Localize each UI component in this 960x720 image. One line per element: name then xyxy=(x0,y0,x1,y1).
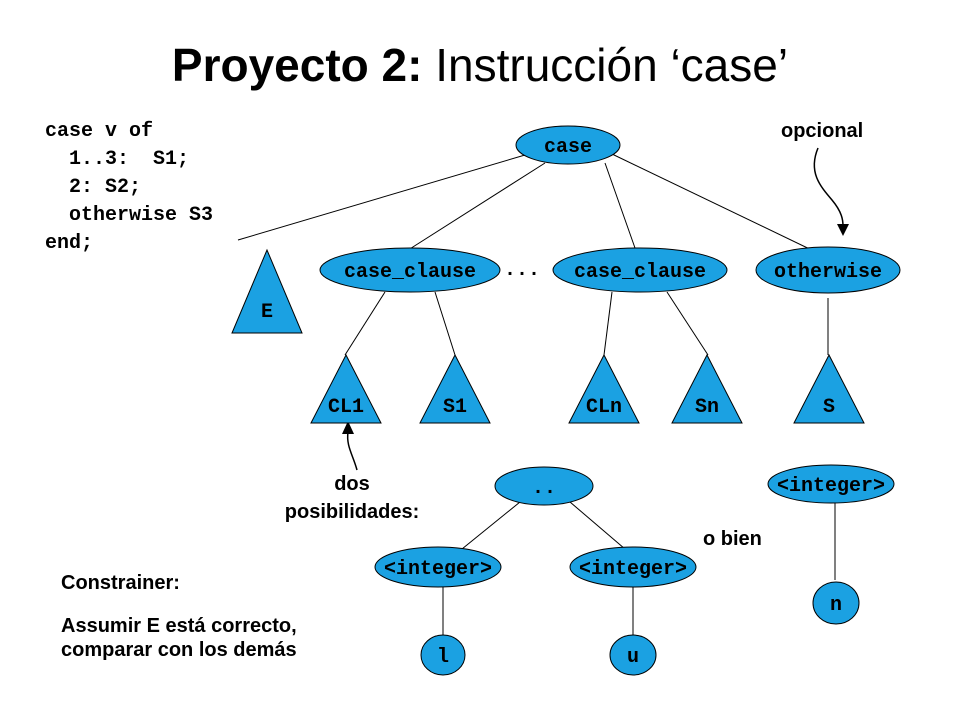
slide-title: Proyecto 2: Instrucción ‘case’ xyxy=(0,38,960,92)
annotation-opcional: opcional xyxy=(781,120,863,142)
node-integer-left: <integer> xyxy=(374,546,502,588)
edge-case-clause1 xyxy=(404,162,546,253)
constrainer-title: Constrainer: xyxy=(61,572,180,594)
node-otherwise-label: otherwise xyxy=(774,261,882,284)
node-case-clause-2: case_clause xyxy=(552,247,728,293)
node-integer-single-label: <integer> xyxy=(777,475,885,498)
annotation-o-bien: o bien xyxy=(703,528,762,550)
node-e-label: E xyxy=(261,301,273,324)
node-integer-right-label: <integer> xyxy=(579,558,687,581)
code-snippet: case v of 1..3: S1; 2: S2; otherwise S3 … xyxy=(45,120,214,255)
node-case-clause-1: case_clause xyxy=(319,247,501,293)
annotation-dos: dos xyxy=(334,473,370,495)
edge-clause1-cl1 xyxy=(344,291,386,356)
edge-case-e xyxy=(237,154,526,241)
node-sn: Sn xyxy=(671,353,743,424)
node-l: l xyxy=(420,634,466,676)
edge-clause2-sn xyxy=(666,291,709,356)
node-n: n xyxy=(812,581,860,625)
edge-case-otherwise xyxy=(611,153,821,255)
edge-range-left xyxy=(461,501,521,550)
node-sn-label: Sn xyxy=(695,396,719,419)
annotation-posibilidades: posibilidades: xyxy=(285,501,419,523)
title-bold: Proyecto 2: xyxy=(171,39,423,91)
node-integer-single: <integer> xyxy=(767,464,895,504)
edge-case-clause2 xyxy=(604,162,636,249)
node-range: .. xyxy=(494,466,594,506)
node-case-clause-2-label: case_clause xyxy=(574,261,706,284)
node-s1-label: S1 xyxy=(443,396,467,419)
constrainer-line-2: comparar con los demás xyxy=(61,639,297,661)
dos-arrow xyxy=(346,431,358,471)
node-l-label: l xyxy=(437,646,449,669)
node-integer-left-label: <integer> xyxy=(384,558,492,581)
node-s-label: S xyxy=(823,396,835,419)
title-regular: Instrucción ‘case’ xyxy=(422,39,789,91)
node-u-label: u xyxy=(627,646,639,669)
node-case-clause-1-label: case_clause xyxy=(344,261,476,284)
node-otherwise: otherwise xyxy=(755,246,901,294)
node-cln: CLn xyxy=(568,353,640,424)
node-case: case xyxy=(515,125,621,165)
node-range-label: .. xyxy=(532,477,556,500)
node-s: S xyxy=(793,353,865,424)
edge-range-right xyxy=(569,501,626,550)
node-cln-label: CLn xyxy=(586,396,622,419)
node-s1: S1 xyxy=(419,353,491,424)
node-cl1: CL1 xyxy=(310,353,382,424)
node-n-label: n xyxy=(830,594,842,617)
node-cl1-label: CL1 xyxy=(328,396,364,419)
edge-clause1-s1 xyxy=(434,291,456,356)
opcional-arrowhead xyxy=(837,224,849,236)
dos-arrowhead xyxy=(342,421,354,434)
edge-clause2-cln xyxy=(603,291,613,356)
constrainer-line-1: Assumir E está correcto, xyxy=(61,615,297,637)
node-u: u xyxy=(609,634,657,676)
opcional-arrow xyxy=(813,147,844,227)
node-e: E xyxy=(231,248,303,334)
tree-edges xyxy=(237,153,836,637)
node-integer-right: <integer> xyxy=(569,546,697,588)
node-case-label: case xyxy=(544,136,592,159)
node-ellipsis: ... xyxy=(504,259,540,282)
